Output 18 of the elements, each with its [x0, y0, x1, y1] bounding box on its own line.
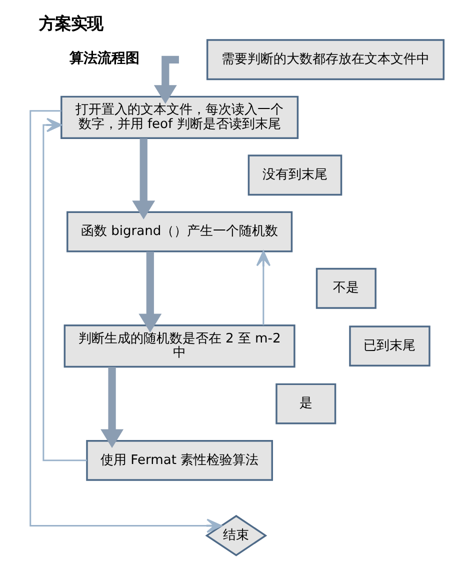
arrow: [132, 138, 156, 220]
arrow: [100, 367, 124, 448]
arrow: [256, 250, 271, 326]
arrow: [138, 252, 162, 333]
arrow: [154, 56, 179, 104]
arrow: [42, 118, 87, 462]
node-box: 是: [276, 383, 336, 424]
node-box: 已到末尾: [349, 326, 430, 367]
node-box: 判断生成的随机数是否在 2 至 m-2 中: [64, 324, 296, 368]
node-box: 打开置入的文本文件，每次读入一个数字，并用 feof 判断是否读到末尾: [60, 96, 299, 139]
node-box: 函数 bigrand（）产生一个随机数: [66, 211, 293, 252]
label: 算法流程图: [70, 50, 140, 66]
arrow: [30, 110, 222, 533]
node-box: 不是: [316, 268, 376, 309]
node-box: 使用 Fermat 素性检验算法: [86, 440, 273, 481]
node-box: 没有到末尾: [248, 154, 342, 196]
node-box: 需要判断的大数都存放在文本文件中: [206, 39, 445, 80]
diagram-title: 方案实现: [39, 14, 104, 34]
